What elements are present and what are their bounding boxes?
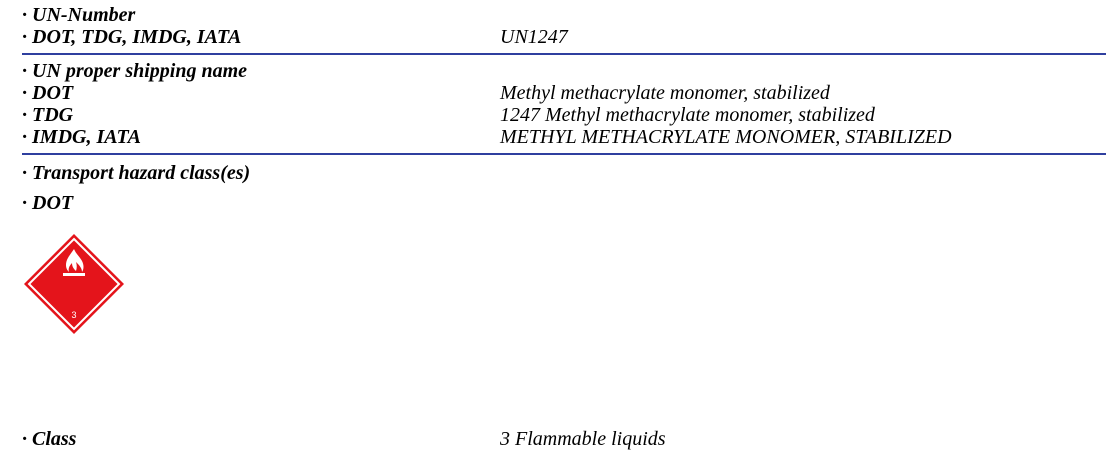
shipping-name-row-tdg-value: 1247 Methyl methacrylate monomer, stabil… [500, 104, 875, 126]
hazard-class-subheading: · DOT [22, 192, 74, 214]
un-number-heading-line: · UN-Number [22, 4, 1106, 26]
section-divider-1 [22, 53, 1106, 55]
hazard-class-heading-line: · Transport hazard class(es) [22, 162, 1106, 184]
un-number-row-value: UN1247 [500, 26, 568, 48]
un-number-heading: · UN-Number [22, 4, 136, 26]
class-row-value: 3 Flammable liquids [500, 428, 666, 450]
flame-icon [63, 249, 85, 276]
un-number-row-key: · DOT, TDG, IMDG, IATA [22, 26, 242, 48]
placard-diamond [24, 234, 124, 334]
shipping-name-row-imdg-iata-key: · IMDG, IATA [22, 126, 141, 148]
shipping-name-row-tdg: · TDG 1247 Methyl methacrylate monomer, … [22, 104, 1106, 126]
shipping-name-row-imdg-iata-value: METHYL METHACRYLATE MONOMER, STABILIZED [500, 126, 952, 148]
hazard-class-heading: · Transport hazard class(es) [22, 162, 251, 184]
shipping-name-heading: · UN proper shipping name [22, 60, 248, 82]
class-row: · Class 3 Flammable liquids [22, 428, 1106, 450]
section-divider-2 [22, 153, 1106, 155]
sds-transport-section: · UN-Number · DOT, TDG, IMDG, IATA UN124… [22, 0, 1106, 454]
shipping-name-row-imdg-iata: · IMDG, IATA METHYL METHACRYLATE MONOMER… [22, 126, 1106, 148]
shipping-name-row-dot-value: Methyl methacrylate monomer, stabilized [500, 82, 830, 104]
hazard-class-subheading-line: · DOT [22, 192, 1106, 214]
placard-class-number: 3 [71, 310, 76, 320]
un-number-row: · DOT, TDG, IMDG, IATA UN1247 [22, 26, 1106, 48]
shipping-name-row-dot: · DOT Methyl methacrylate monomer, stabi… [22, 82, 1106, 104]
class-row-key: · Class [22, 428, 77, 450]
flammable-liquid-placard-icon: 3 [24, 234, 124, 334]
shipping-name-row-dot-key: · DOT [22, 82, 74, 104]
shipping-name-row-tdg-key: · TDG [22, 104, 74, 126]
placard-border [27, 237, 121, 331]
shipping-name-heading-line: · UN proper shipping name [22, 60, 1106, 82]
